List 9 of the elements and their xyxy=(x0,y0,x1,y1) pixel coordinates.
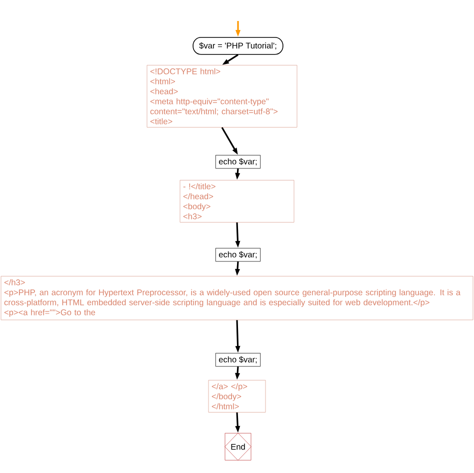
process-box: echo $var; xyxy=(215,155,261,169)
html-output-box: </h3> <p>PHP, an acronym for Hypertext Preprocessor, is a widely-used open source general-purpose scripting language. It is a cross-platform, HTML embedded server-side scripting language and is especially suited for web development.</p> <p><a href="">Go to the xyxy=(0,276,474,320)
html-output-box: <!DOCTYPE html> <html> <head> <meta http-equiv="content-type" content="text/html; charset=utf-8"> <title> xyxy=(146,65,298,128)
html-output-box: </a> </p> </body> </html> xyxy=(208,380,266,412)
html-output-box: - !</title> </head> <body> <h3> xyxy=(180,180,294,222)
process-box: echo $var; xyxy=(215,248,261,262)
process-box: echo $var; xyxy=(215,353,261,367)
start-terminal: $var = 'PHP Tutorial'; xyxy=(192,37,284,55)
end-terminal: End xyxy=(224,432,252,461)
